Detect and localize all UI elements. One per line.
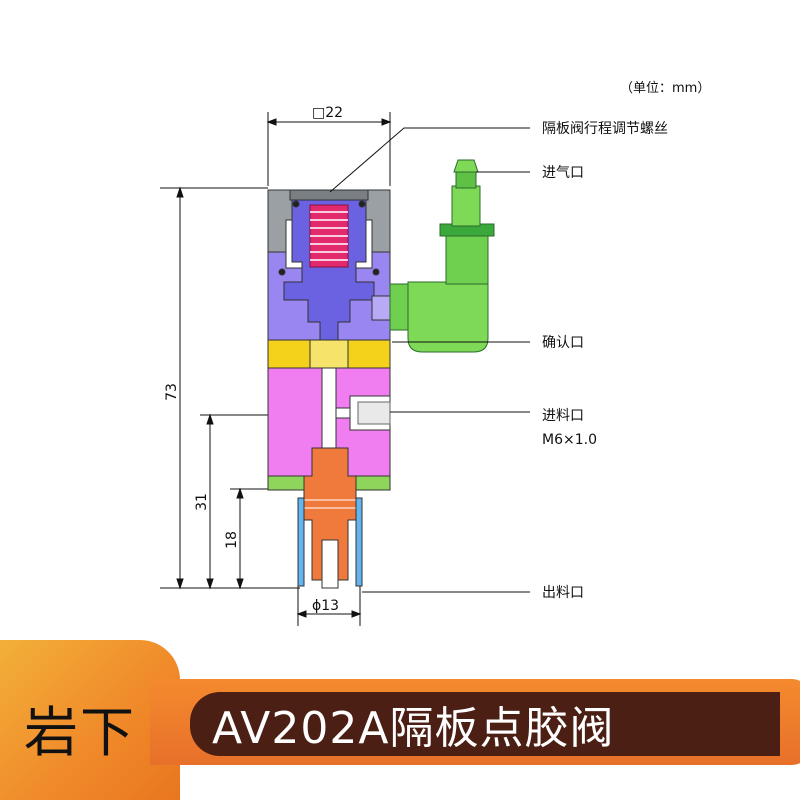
width-dimension: [266, 112, 392, 186]
height-inlet-label: 31: [194, 493, 210, 511]
title-panel: AV202A隔板点胶阀: [190, 692, 780, 756]
product-title: AV202A隔板点胶阀: [212, 703, 615, 754]
valve-body: [267, 189, 393, 589]
spring: [309, 204, 349, 268]
nozzle-tip-right: [355, 497, 363, 587]
air-fitting: [389, 159, 495, 353]
label-outlet: 出料口: [542, 585, 584, 601]
brand-name: 岩下: [24, 701, 136, 764]
label-stroke-screw: 隔板阀行程调节螺丝: [542, 121, 668, 137]
label-material-inlet: 进料口: [542, 408, 584, 424]
outlet-diameter-dimension: [296, 586, 362, 626]
height-body-label: 18: [224, 531, 240, 549]
nozzle-tip-left: [297, 497, 305, 587]
nozzle: [303, 447, 357, 581]
label-confirm-port: 确认口: [542, 335, 584, 351]
outlet-diameter-label: ϕ13: [312, 598, 339, 614]
width-label: □22: [312, 105, 343, 121]
valve-diagram: （单位：mm） □22 73 31 18 ϕ13: [160, 81, 710, 626]
label-air-inlet: 进气口: [542, 165, 584, 181]
leader-lines: [329, 127, 530, 593]
height-dimensions: [160, 186, 300, 590]
height-total-label: 73: [164, 383, 180, 401]
label-material-inlet-thread: M6×1.0: [542, 432, 597, 448]
unit-note: （单位：mm）: [620, 81, 710, 96]
